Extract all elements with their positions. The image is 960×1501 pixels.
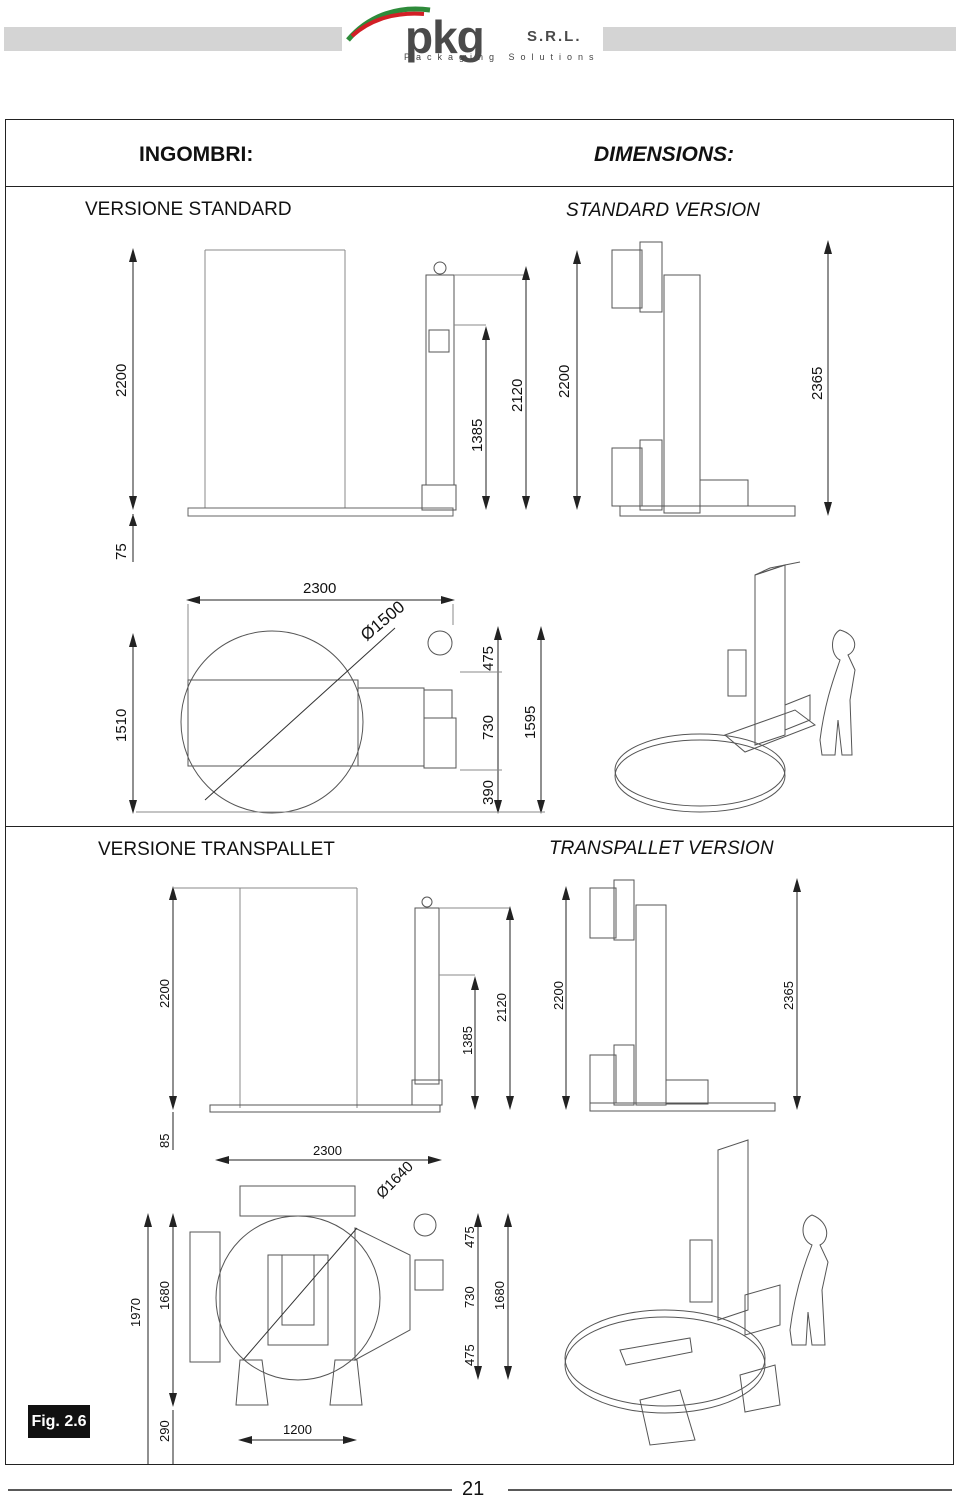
transpallet-plan-left — [144, 1156, 512, 1465]
dim-tp-depth-right: 1680 — [492, 1281, 507, 1310]
header-band-left — [4, 27, 342, 51]
dim-tp-depth: 1680 — [157, 1281, 172, 1310]
transpallet-side-left — [169, 886, 514, 1150]
dim-std-plan-width: 2300 — [303, 580, 337, 597]
transpallet-label-it: VERSIONE TRANSPALLET — [98, 839, 335, 860]
dim-tp-ramp-width: 1200 — [283, 1422, 312, 1437]
dim-std-arm: 730 — [480, 714, 497, 740]
dim-tp-base: 85 — [157, 1133, 172, 1148]
transpallet-side-right — [562, 878, 801, 1112]
logo-tagline: Packaging Solutions — [404, 52, 600, 62]
dim-tp-depth-total: 1970 — [128, 1298, 143, 1327]
title-english: DIMENSIONS: — [594, 143, 735, 166]
standard-side-left — [129, 248, 530, 562]
drawing-frame — [5, 119, 954, 1465]
dim-tp-plan-width: 2300 — [313, 1143, 342, 1158]
dim-std-height-total: 2200 — [113, 363, 130, 397]
dim-std-rear: 390 — [480, 779, 497, 805]
header-band-right — [603, 27, 956, 51]
dim-tp-ramp: 290 — [157, 1420, 172, 1442]
dim-std-reel-offset: 475 — [480, 645, 497, 671]
dim-tp-height-total: 2200 — [157, 979, 172, 1008]
standard-isometric — [614, 561, 856, 813]
figure-label: Fig. 2.6 — [28, 1405, 90, 1438]
header-divider — [5, 186, 954, 187]
dim-tp-mast-panel: 1385 — [460, 1026, 475, 1055]
dim-std-depth: 1510 — [113, 708, 130, 742]
dim-std-depth-total: 1595 — [522, 705, 539, 739]
logo-brand: pkg — [405, 11, 485, 63]
page-number: 21 — [462, 1478, 485, 1500]
dim-std-mast-panel: 1385 — [469, 418, 486, 452]
logo-suffix: S.R.L. — [527, 28, 582, 45]
transpallet-isometric — [564, 1139, 829, 1446]
title-italian: INGOMBRI: — [139, 143, 254, 166]
dim-tp-arm: 730 — [462, 1286, 477, 1308]
dim-tp-mast-height: 2120 — [494, 993, 509, 1022]
dim-tp-reel-offset: 475 — [462, 1226, 477, 1248]
standard-label-en: STANDARD VERSION — [566, 200, 760, 221]
dim-std-mast-height: 2120 — [509, 378, 526, 412]
standard-side-right — [573, 240, 832, 517]
dim-tp-rear: 475 — [462, 1344, 477, 1366]
standard-label-it: VERSIONE STANDARD — [85, 199, 292, 220]
section-divider — [5, 826, 954, 827]
logo-swoosh-icon — [346, 6, 431, 42]
dim-tp-right-height: 2200 — [551, 981, 566, 1010]
dim-std-base: 75 — [113, 543, 130, 560]
dim-std-right-height: 2200 — [556, 364, 573, 398]
standard-plan-left — [129, 596, 545, 814]
dim-tp-right-total: 2365 — [781, 981, 796, 1010]
dim-std-right-total: 2365 — [809, 366, 826, 400]
transpallet-label-en: TRANSPALLET VERSION — [549, 838, 774, 859]
